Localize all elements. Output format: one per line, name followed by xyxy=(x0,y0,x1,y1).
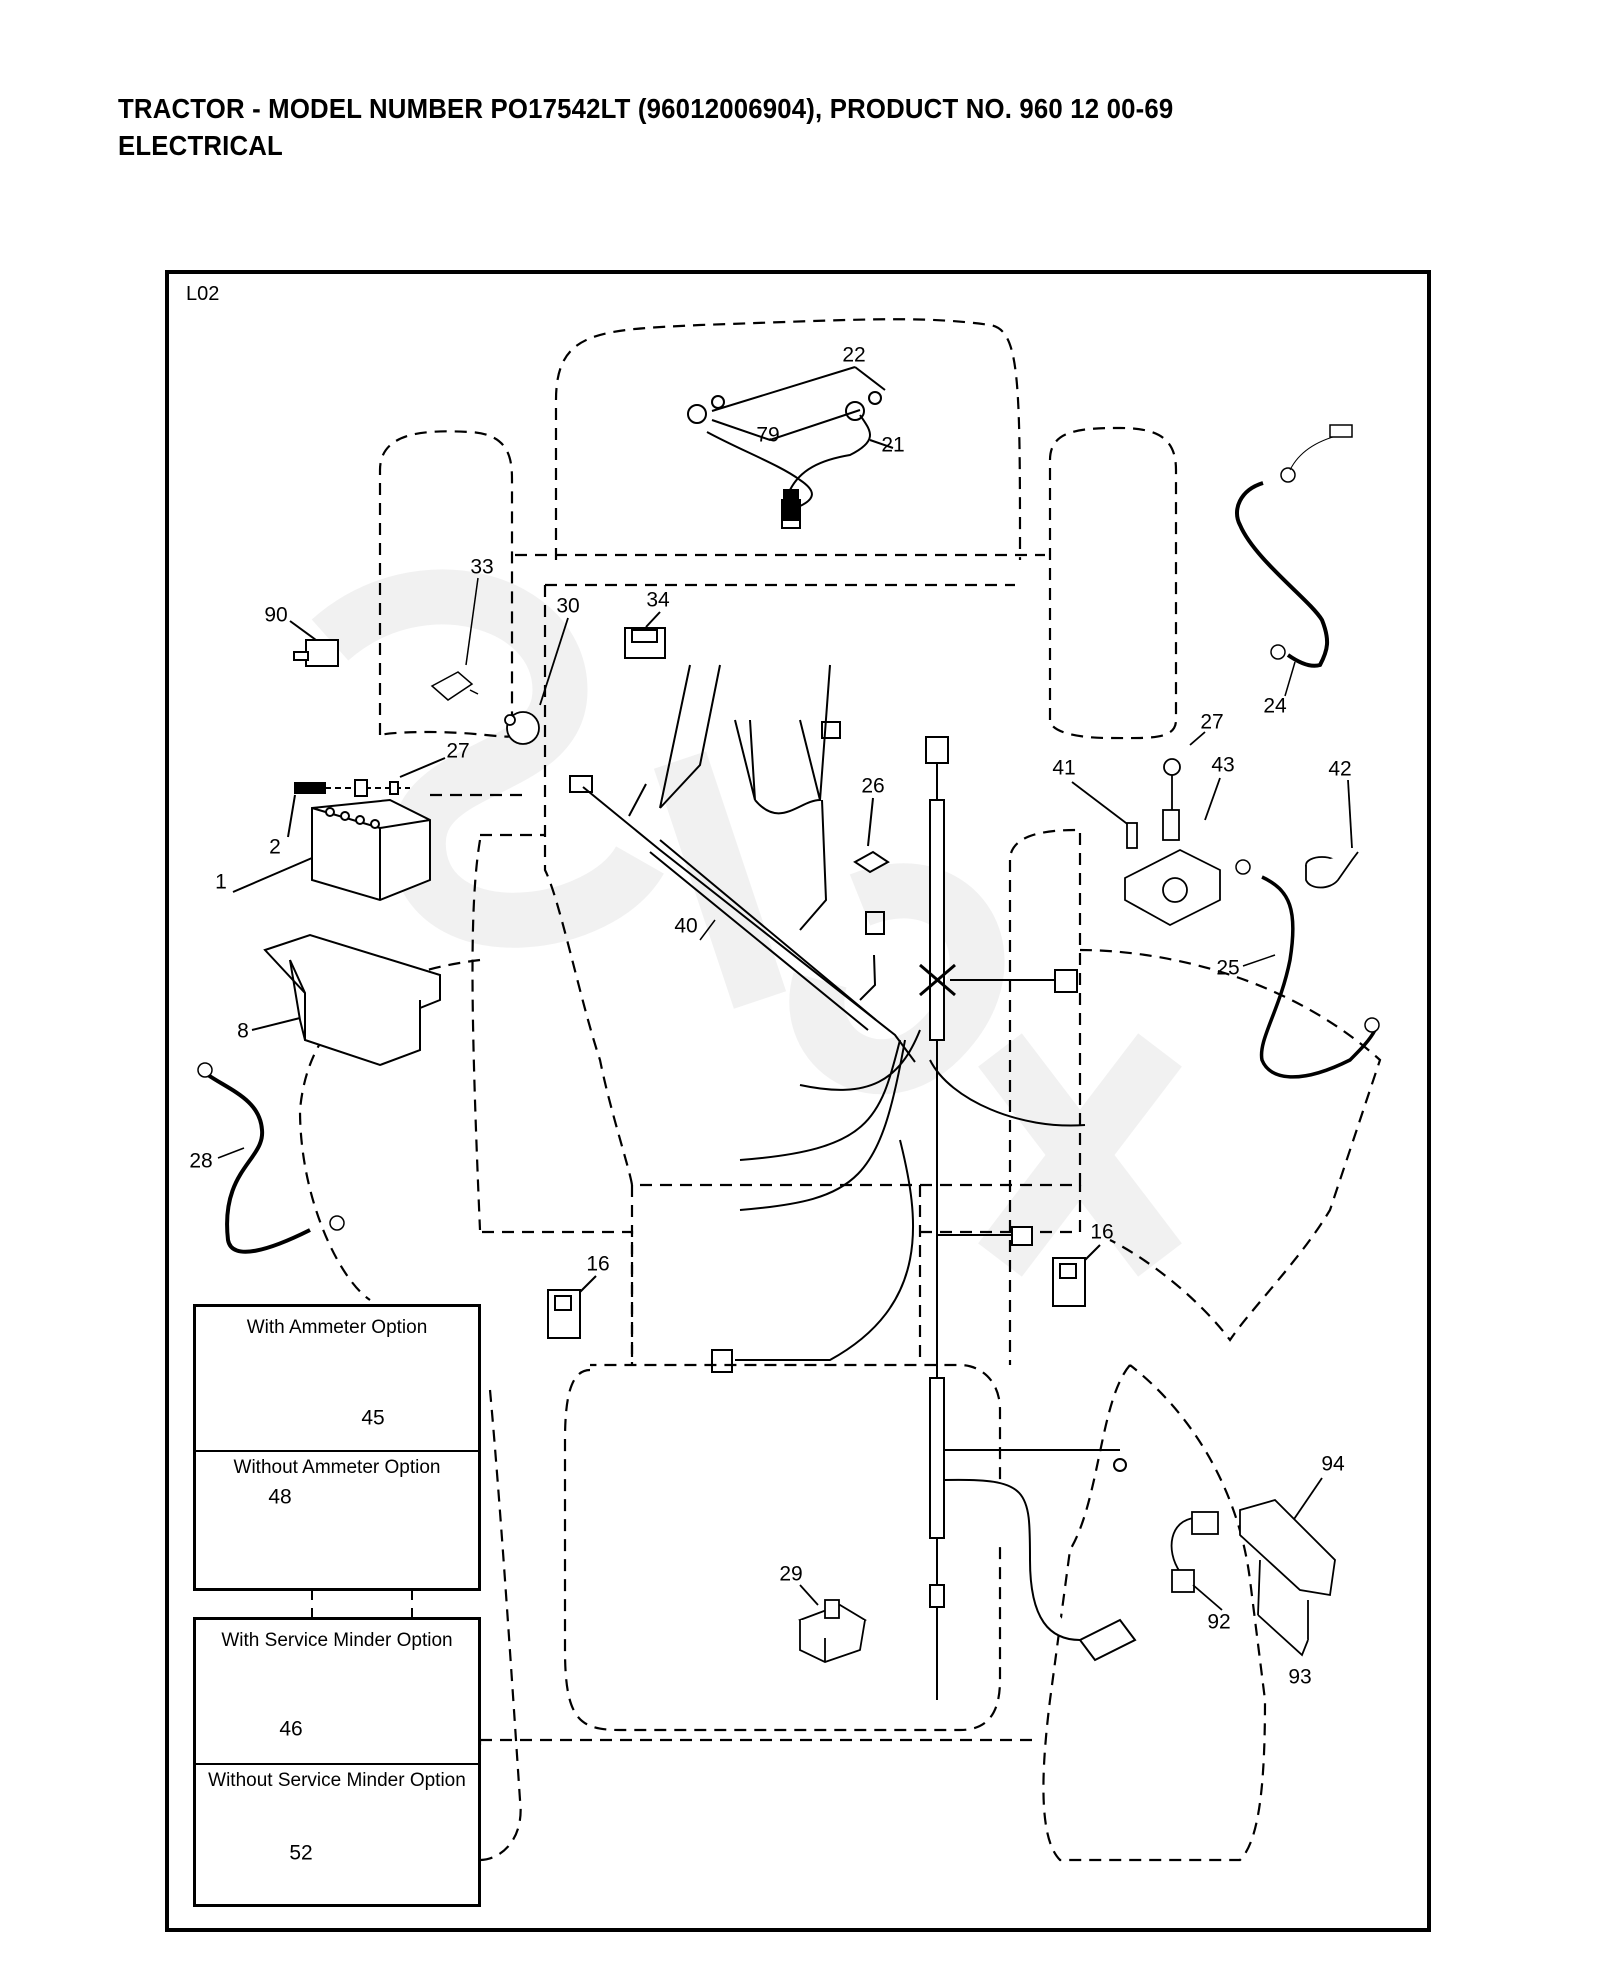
callout-24: 24 xyxy=(1263,694,1287,718)
callout-45: 45 xyxy=(361,1406,385,1430)
part-8-tray-icon xyxy=(251,933,441,1067)
callout-16-right: 16 xyxy=(1090,1220,1114,1244)
callout-41: 41 xyxy=(1052,756,1076,780)
part-25-cable-icon xyxy=(1235,859,1380,1079)
callout-2: 2 xyxy=(269,835,281,859)
callout-25: 25 xyxy=(1216,956,1240,980)
option-box-connectors xyxy=(311,1590,413,1618)
callout-40: 40 xyxy=(674,914,698,938)
part-28-cable-icon xyxy=(197,1062,345,1254)
callout-30: 30 xyxy=(556,594,580,618)
part-42-boot-icon xyxy=(1305,779,1359,889)
part-34-switch-icon xyxy=(624,611,666,659)
part-26-fuse-icon xyxy=(853,797,890,874)
callout-27-right: 27 xyxy=(1200,710,1224,734)
option-title: With Ammeter Option xyxy=(246,1317,428,1338)
callout-93: 93 xyxy=(1288,1665,1312,1689)
callout-26: 26 xyxy=(861,774,885,798)
part-30-ignition-icon xyxy=(504,617,569,745)
ammeter-option-box: With Ammeter Option Without Ammeter Opti… xyxy=(193,1304,481,1591)
diagram-frame xyxy=(165,270,1431,1932)
part-90-icon xyxy=(289,620,339,667)
headlight-harness xyxy=(687,366,894,529)
callout-29: 29 xyxy=(779,1562,803,1586)
callout-22: 22 xyxy=(842,343,866,367)
callout-34: 34 xyxy=(646,588,670,612)
part-94-interlock-icon xyxy=(1170,1477,1336,1657)
callout-33: 33 xyxy=(470,555,494,579)
callout-21: 21 xyxy=(881,433,905,457)
callout-42: 42 xyxy=(1328,757,1352,781)
service-minder-option-box: With Service Minder Option Without Servi… xyxy=(193,1617,481,1907)
callout-46: 46 xyxy=(279,1717,303,1741)
part-24-cable-icon xyxy=(1234,424,1353,697)
callout-79: 79 xyxy=(756,423,780,447)
option-divider xyxy=(196,1450,478,1452)
part-1-battery-icon xyxy=(232,757,446,902)
callout-90: 90 xyxy=(264,603,288,627)
main-trunk-harness-icon xyxy=(919,736,1137,1700)
callout-27-left: 27 xyxy=(446,739,470,763)
option-title: Without Ammeter Option xyxy=(233,1457,441,1478)
callout-1: 1 xyxy=(215,870,227,894)
callout-52: 52 xyxy=(289,1841,313,1865)
part-40-harness-icon xyxy=(569,664,1086,1373)
callout-48: 48 xyxy=(268,1485,292,1509)
callout-28: 28 xyxy=(189,1149,213,1173)
part-29-switch-icon xyxy=(798,1584,867,1663)
callout-94: 94 xyxy=(1321,1452,1345,1476)
callout-8: 8 xyxy=(237,1019,249,1043)
option-divider xyxy=(196,1763,478,1765)
section-title: ELECTRICAL xyxy=(118,130,283,161)
callout-16-left: 16 xyxy=(586,1252,610,1276)
page-title: TRACTOR - MODEL NUMBER PO17542LT (960120… xyxy=(118,93,1174,124)
callout-92: 92 xyxy=(1207,1610,1231,1634)
part-33-key-icon xyxy=(430,577,479,701)
part-16-relay-icon xyxy=(547,1244,1101,1339)
callout-43: 43 xyxy=(1211,753,1235,777)
page-code: L02 xyxy=(186,283,220,305)
option-title: With Service Minder Option xyxy=(221,1630,453,1651)
option-title: Without Service Minder Option xyxy=(208,1770,466,1791)
part-43-solenoid-icon xyxy=(1071,731,1221,927)
